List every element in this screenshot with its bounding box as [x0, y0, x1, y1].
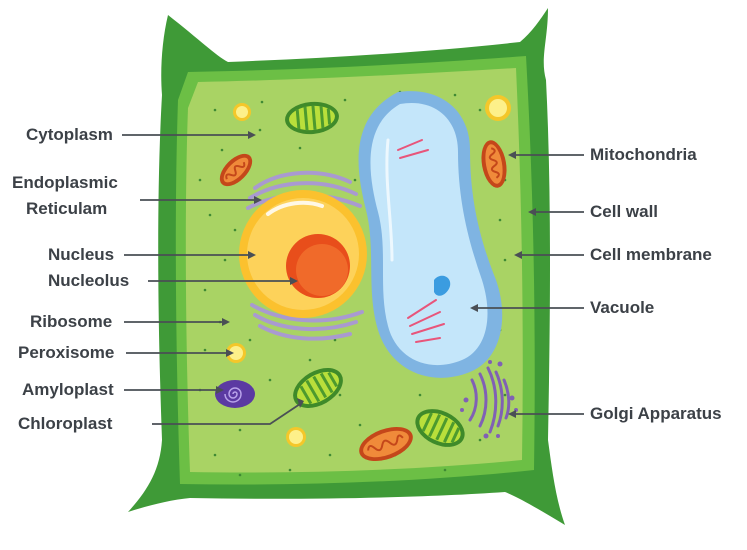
- chloroplast-bottom: [415, 409, 465, 447]
- leader-arrowheads-left: [216, 131, 304, 408]
- peroxisome-bottom: [286, 427, 306, 447]
- label-endoplasmic-reticulum-line2: Reticulam: [26, 199, 108, 218]
- peroxisome-left: [226, 343, 246, 363]
- amyloplast: [215, 380, 255, 408]
- label-mitochondria: Mitochondria: [590, 145, 697, 164]
- label-cell-wall: Cell wall: [590, 202, 659, 221]
- golgi-apparatus: [468, 366, 511, 434]
- vacuole-highlight: [385, 138, 394, 262]
- label-amyloplast: Amyloplast: [22, 380, 114, 399]
- vacuole-crystals: [397, 139, 445, 343]
- label-nucleolus: Nucleolus: [48, 271, 130, 290]
- label-golgi-apparatus: Golgi Apparatus: [590, 404, 722, 423]
- mitochondrion-right: [481, 140, 507, 188]
- label-vacuole: Vacuole: [590, 298, 655, 317]
- nucleus-highlight: [266, 200, 324, 216]
- label-nucleus: Nucleus: [48, 245, 115, 264]
- label-cytoplasm: Cytoplasm: [26, 125, 113, 144]
- leader-chloroplast: [152, 403, 301, 425]
- label-cell-membrane: Cell membrane: [590, 245, 712, 264]
- vacuole-inner: [370, 102, 488, 366]
- label-chloroplast: Chloroplast: [18, 414, 113, 433]
- chloroplast-left: [293, 368, 343, 408]
- label-peroxisome: Peroxisome: [18, 343, 115, 362]
- peroxisome-right: [485, 95, 511, 121]
- label-endoplasmic-reticulum-line1: Endoplasmic: [12, 173, 118, 192]
- mitochondrion-top-left: [219, 153, 253, 187]
- leader-arrowheads-right: [470, 151, 536, 418]
- golgi-vesicles: [460, 360, 518, 439]
- chloroplast-top: [285, 101, 339, 135]
- mitochondrion-bottom: [359, 426, 413, 462]
- leader-lines-left: [122, 134, 301, 425]
- leader-lines-right: [478, 154, 584, 415]
- endoplasmic-reticulum: [246, 170, 364, 341]
- label-ribosome: Ribosome: [30, 312, 113, 331]
- vacuole-blue-blob: [434, 275, 451, 296]
- peroxisome-top: [233, 103, 251, 121]
- nucleolus-shade: [296, 244, 348, 296]
